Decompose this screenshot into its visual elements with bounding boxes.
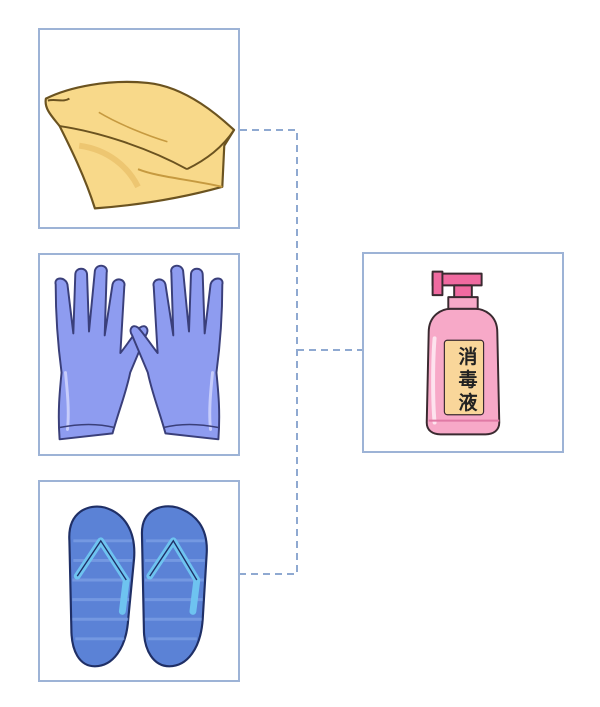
disinfectant-bottle-icon: [425, 270, 501, 436]
flip-flops-panel: [38, 480, 240, 682]
disinfectant-panel: 消 毒 液: [362, 252, 564, 453]
towel-panel: [38, 28, 240, 229]
flip-flops-icon: [68, 505, 208, 668]
label-char-3: 液: [458, 392, 478, 414]
label-char-1: 消: [458, 346, 478, 368]
gloves-panel: [38, 253, 240, 456]
label-char-2: 毒: [458, 369, 478, 391]
disinfectant-label: 消 毒 液: [448, 346, 488, 415]
towel-icon: [44, 80, 236, 210]
gloves-icon: [54, 264, 224, 441]
